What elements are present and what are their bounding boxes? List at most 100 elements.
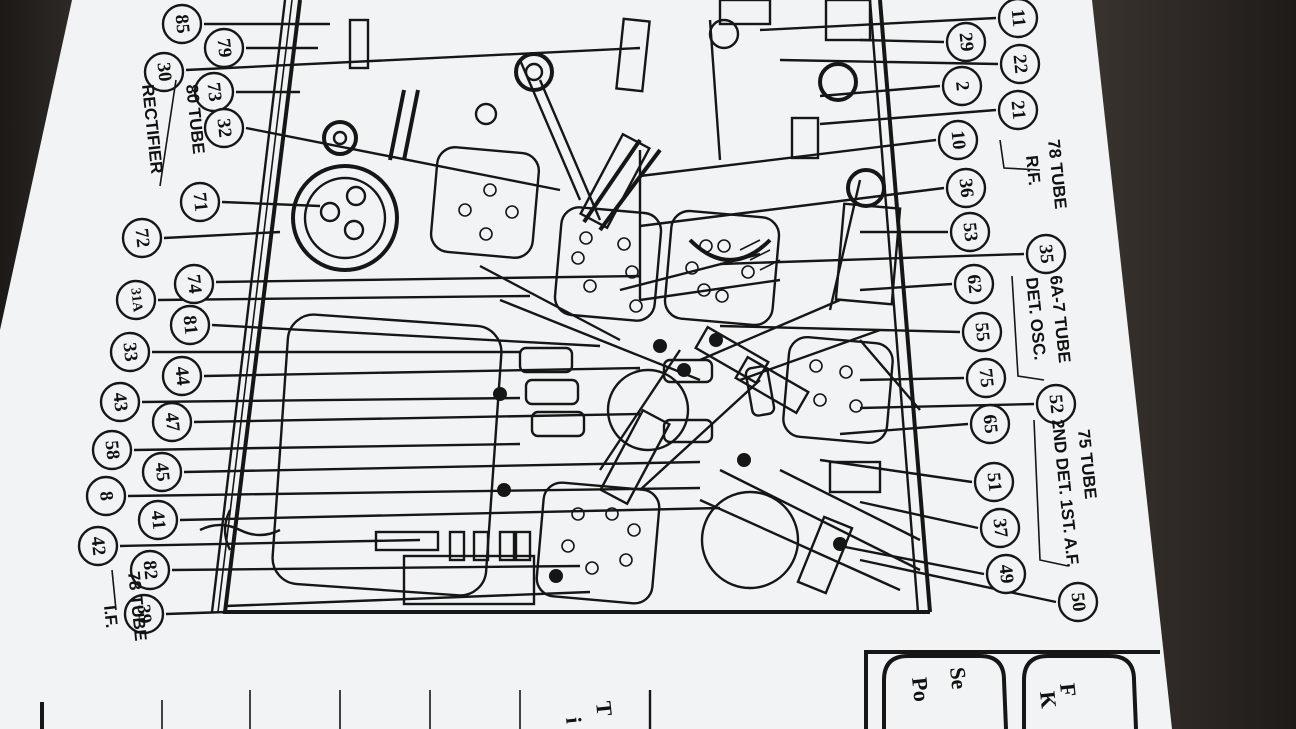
- callout-number: 85: [171, 13, 194, 34]
- callout-circle: [137, 499, 179, 541]
- callout-number: 43: [109, 391, 132, 412]
- callout-number: 62: [963, 273, 986, 294]
- callout-number: 45: [151, 461, 174, 482]
- callout-circle: [141, 451, 183, 493]
- callout-circle: [999, 43, 1041, 85]
- callout-circle: [123, 593, 165, 635]
- callout-number: 50: [1067, 591, 1090, 612]
- callout-number: 74: [183, 273, 206, 295]
- tube-label-text: I.F.: [100, 604, 121, 629]
- callout-number: 58: [101, 439, 124, 460]
- callout-circle: [985, 553, 1027, 595]
- callout-65: 65: [969, 403, 1011, 445]
- callout-number: 53: [959, 221, 982, 242]
- callout-circle: [129, 549, 171, 591]
- callout-number: 22: [1009, 53, 1032, 74]
- callout-number: 11: [1007, 8, 1030, 28]
- callout-number: 44: [171, 365, 194, 387]
- callout-circle: [953, 263, 995, 305]
- callout-number: 41: [147, 509, 170, 530]
- callout-71: 71: [179, 181, 221, 223]
- partial-text: K: [1035, 690, 1062, 710]
- callout-74: 74: [173, 263, 215, 305]
- callout-circle: [161, 355, 203, 397]
- callout-number: 33: [119, 341, 142, 362]
- callout-number: 72: [131, 227, 154, 248]
- callout-82: 82: [129, 549, 171, 591]
- socket-pins: [319, 183, 863, 575]
- callout-number: 49: [995, 563, 1018, 584]
- callout-53: 53: [949, 211, 991, 253]
- callout-47: 47: [151, 401, 193, 443]
- callout-number: 2: [951, 80, 973, 92]
- callout-circle: [997, 89, 1039, 131]
- tube-sockets: [271, 146, 894, 605]
- callout-circle: [109, 331, 151, 373]
- leader-lines-right: [639, 16, 1057, 604]
- callout-number: 71: [189, 191, 212, 212]
- callout-circle: [179, 181, 221, 223]
- callout-45: 45: [141, 451, 183, 493]
- leader-lines-left: [119, 22, 721, 616]
- callout-29: 29: [945, 21, 987, 63]
- callout-circle: [161, 3, 203, 45]
- callout-37: 37: [979, 507, 1021, 549]
- callout-number: 47: [161, 411, 184, 433]
- callout-62: 62: [953, 263, 995, 305]
- callout-circle: [969, 403, 1011, 445]
- callout-number: 29: [955, 31, 978, 52]
- callout-number: 21: [1007, 99, 1030, 120]
- callout-circle: [1025, 233, 1067, 275]
- callout-number: 65: [979, 413, 1002, 434]
- callout-33: 33: [109, 331, 151, 373]
- tube-label-brackets: [111, 79, 1069, 611]
- callout-circle: [965, 357, 1007, 399]
- callout-circle: [203, 27, 245, 69]
- callout-circle: [121, 217, 163, 259]
- callout-number: 79: [213, 37, 236, 58]
- callout-circle: [973, 461, 1015, 503]
- callout-number: 75: [975, 367, 998, 388]
- callout-number: 35: [1035, 243, 1058, 264]
- callout-circle: [1035, 383, 1077, 425]
- callout-49: 49: [985, 553, 1027, 595]
- callout-10: 10: [937, 119, 979, 161]
- callout-22: 22: [999, 43, 1041, 85]
- callout-75: 75: [965, 357, 1007, 399]
- tube-label-78-tube-rf: 78 TUBE R.F.: [1022, 138, 1070, 210]
- partial-text: F: [1055, 682, 1081, 698]
- callout-35: 35: [1025, 233, 1067, 275]
- callout-81: 81: [169, 304, 211, 346]
- callout-30: 30: [143, 51, 185, 93]
- callout-number: 10: [947, 129, 970, 150]
- callout-circle: [945, 167, 987, 209]
- callout-number: 37: [989, 517, 1012, 539]
- callout-circle: [115, 279, 157, 321]
- callout-55: 55: [961, 311, 1003, 353]
- partial-text: T: [591, 700, 617, 718]
- callout-8: 8: [85, 475, 127, 517]
- callout-number: 82: [139, 559, 162, 580]
- callout-31A: 31A: [115, 279, 157, 321]
- callout-51: 51: [973, 461, 1015, 503]
- callout-number: 52: [1045, 393, 1068, 414]
- callout-11: 11: [997, 0, 1039, 39]
- callout-number: 81: [179, 314, 202, 335]
- partial-text: Po: [907, 676, 934, 703]
- callout-72: 72: [121, 217, 163, 259]
- callout-58: 58: [91, 429, 133, 471]
- callout-50: 50: [1057, 581, 1099, 623]
- callout-73: 73: [193, 71, 235, 113]
- callout-44: 44: [161, 355, 203, 397]
- callout-42: 42: [77, 525, 119, 567]
- callout-circle: [937, 119, 979, 161]
- callout-circle: [1057, 581, 1099, 623]
- callout-circle: [143, 51, 185, 93]
- callout-79: 79: [203, 27, 245, 69]
- callout-circle: [979, 507, 1021, 549]
- callout-circle: [91, 429, 133, 471]
- callouts-left: 857930733271727431A813344434758458414282…: [77, 3, 245, 635]
